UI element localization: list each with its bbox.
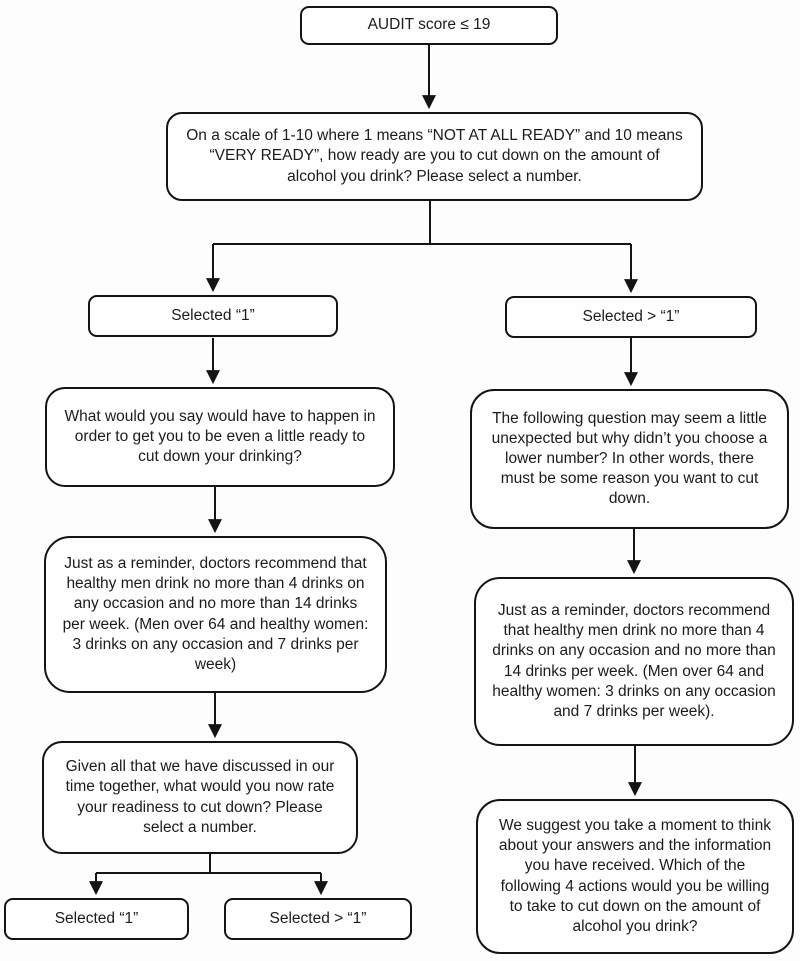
node-given-all: Given all that we have discussed in our …	[42, 741, 358, 854]
node-scale-question: On a scale of 1-10 where 1 means “NOT AT…	[166, 112, 703, 201]
node-we-suggest: We suggest you take a moment to think ab…	[476, 799, 794, 954]
node-selected-gt1-bottom: Selected > “1”	[224, 898, 412, 940]
node-selected-gt1-top: Selected > “1”	[505, 296, 757, 338]
node-what-would-happen: What would you say would have to happen …	[45, 387, 395, 487]
node-audit-score: AUDIT score ≤ 19	[300, 6, 558, 45]
node-selected-1-top: Selected “1”	[88, 295, 338, 337]
node-reminder-right: Just as a reminder, doctors recommend th…	[474, 577, 794, 746]
node-unexpected-question: The following question may seem a little…	[470, 389, 789, 529]
edge-scale-branch-trunk	[213, 201, 631, 245]
edge-given-split-trunk	[96, 852, 321, 874]
node-reminder-left: Just as a reminder, doctors recommend th…	[44, 536, 387, 693]
node-selected-1-bottom: Selected “1”	[4, 898, 189, 940]
